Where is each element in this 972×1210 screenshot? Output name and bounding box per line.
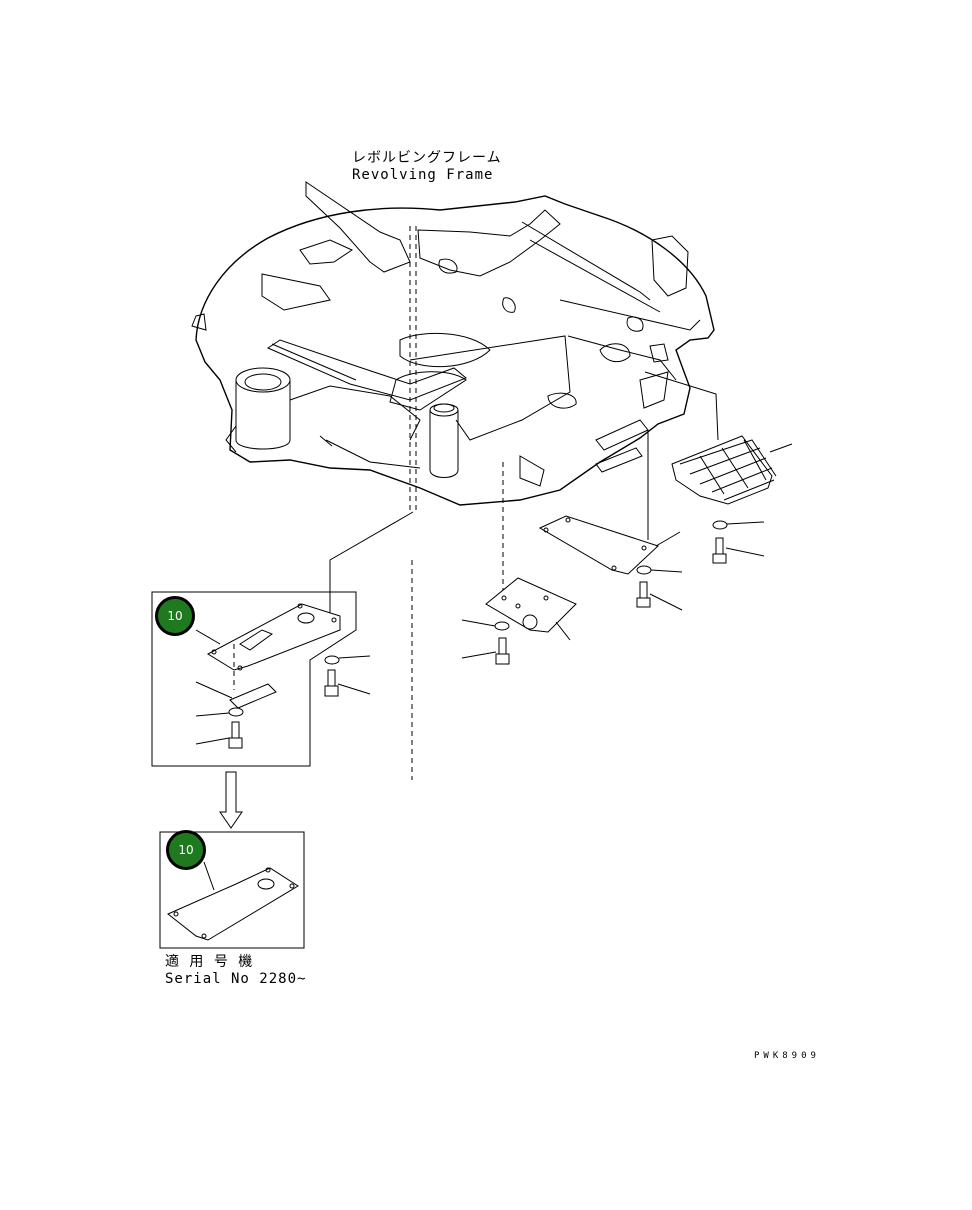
frame-label-en: Revolving Frame bbox=[352, 167, 494, 183]
frame-label-jp: レボルビングフレーム bbox=[352, 150, 502, 166]
detail-box-lower bbox=[159, 831, 305, 949]
cover-plate-a bbox=[538, 515, 681, 575]
bolt-set-middle bbox=[636, 565, 683, 611]
revolving-frame bbox=[191, 181, 715, 506]
detail-box-upper bbox=[151, 591, 357, 767]
down-arrow-icon bbox=[219, 771, 243, 829]
bolt-set-right bbox=[712, 520, 765, 564]
callout-badge-lower: 10 bbox=[166, 830, 206, 870]
bolt-set-left-box bbox=[324, 655, 371, 697]
serial-note-jp: 適 用 号 機 bbox=[165, 954, 254, 970]
callout-badge-upper: 10 bbox=[155, 596, 195, 636]
bolt-set-center bbox=[461, 619, 510, 665]
drawing-code: PWK8909 bbox=[754, 1051, 820, 1061]
cover-plate-b bbox=[485, 577, 577, 641]
assembly-guide-lines bbox=[329, 226, 719, 780]
serial-note-en: Serial No 2280~ bbox=[165, 971, 307, 987]
step-grating bbox=[671, 435, 793, 505]
